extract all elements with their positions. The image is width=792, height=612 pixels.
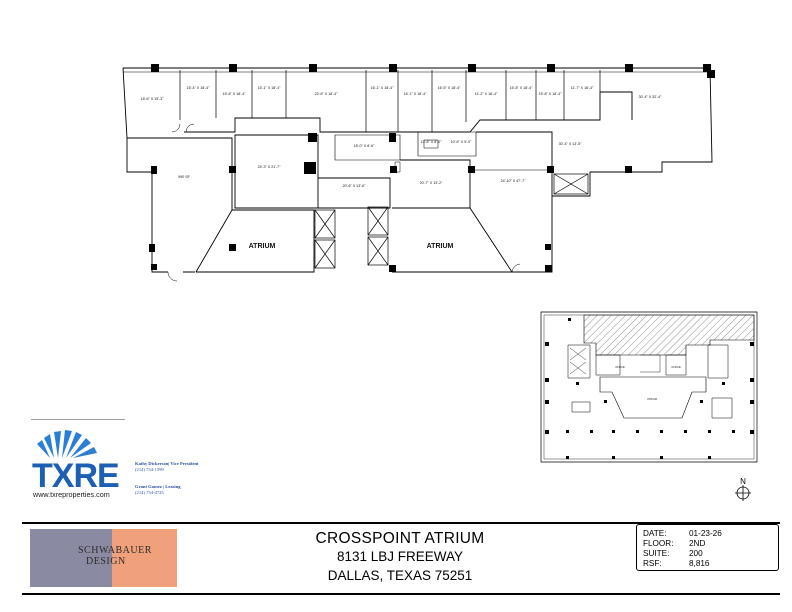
info-value: 2ND (689, 539, 706, 548)
room-label: 20'-6" X 13'-6" (343, 184, 366, 188)
building-address: 8131 LBJ FREEWAY (336, 549, 464, 564)
contact-phone: (214) 734-1599 (135, 467, 164, 473)
room-label: 10'-6" X 9'-0" (451, 140, 472, 144)
atrium-label-right: ATRIUM (427, 243, 454, 250)
north-arrow-icon (735, 485, 751, 501)
suite-outline (122, 67, 713, 273)
room-label: 15'-8" X 18'-4" (539, 92, 562, 96)
info-row-date: DATE: 01-23-26 (643, 529, 722, 538)
room-label: 11'-7" X 18'-4" (571, 86, 594, 90)
room-label: 15'-1" X 18'-4" (258, 86, 281, 90)
contact-name: Kathy Dickerson| Vice President (135, 461, 199, 466)
designer-logo-panel-gray (30, 529, 112, 587)
main-floor-plan (122, 67, 713, 282)
info-row-suite: SUITE: 200 (643, 549, 703, 558)
logo-divider (31, 419, 125, 420)
room-label: 15'-8" X 18'-4" (510, 86, 533, 90)
designer-line-2: DESIGN (86, 555, 126, 567)
room-label: 18'-6" X 15'-3" (141, 97, 164, 101)
door-swings (167, 123, 521, 282)
info-label: SUITE: (643, 549, 670, 558)
txre-logo-icon (37, 430, 97, 458)
key-plan-columns (545, 318, 754, 459)
room-label: 11'-2" X 18'-4" (475, 92, 498, 96)
title-block-bottom-rule (22, 593, 780, 595)
info-label: FLOOR: (643, 539, 674, 548)
columns (149, 64, 715, 272)
designer-line-1: SCHWABAUER (78, 545, 152, 556)
room-label: 15'-4" X 18'-4" (187, 86, 210, 90)
elevators (314, 173, 589, 269)
title-block-top-rule (22, 522, 780, 524)
key-plan (540, 311, 758, 463)
designer-logo-text: SCHWABAUER DESIGN (78, 545, 152, 567)
atrium-left-outline (196, 209, 315, 273)
room-label: 16'-1" X 18'-4" (404, 92, 427, 96)
info-row-floor: FLOOR: 2ND (643, 539, 706, 548)
info-value: 8,816 (689, 559, 710, 568)
contact-name: Grant Gomez | Leasing (135, 484, 181, 489)
key-plan-label-left: OFFICE (615, 365, 625, 369)
info-row-rsf: RSF: 8,816 (643, 559, 710, 568)
info-value: 200 (689, 549, 703, 558)
txre-website-link[interactable]: www.txreproperties.com (33, 490, 110, 499)
building-city: DALLAS, TEXAS 75251 (327, 568, 473, 583)
room-label: 18'-0" X 8'-6" (354, 144, 375, 148)
room-label: 16'-5" X 18'-4" (438, 86, 461, 90)
atrium-right-outline (392, 207, 513, 273)
key-plan-label-center: ATRIUM (647, 397, 657, 401)
info-label: RSF: (643, 559, 662, 568)
room-label: 30'-4" X 13'-5" (559, 142, 582, 146)
contact-primary: Kathy Dickerson| Vice President (214) 73… (135, 461, 199, 473)
room-labels: 18'-6" X 15'-3" 15'-4" X 18'-4" 15'-8" X… (141, 86, 662, 250)
room-label: 20'-7" X 13'-2" (420, 181, 443, 185)
room-label: 30'-4" X 32'-4" (639, 95, 662, 99)
room-label: 24'-3" X 21'-7" (258, 165, 281, 169)
room-label: 15'-8" X 18'-4" (223, 92, 246, 96)
suite-info-box: DATE: 01-23-26 FLOOR: 2ND SUITE: 200 RSF: 8,… (636, 524, 779, 571)
contact-phone: (214) 734-4725 (135, 490, 164, 496)
office-partitions (179, 70, 601, 132)
key-plan-highlighted-suite (583, 314, 755, 356)
room-label: 990 SF (178, 175, 190, 179)
contact-secondary: Grant Gomez | Leasing (214) 734-4725 (135, 484, 181, 496)
building-name: CROSSPOINT ATRIUM (315, 530, 485, 547)
designer-logo-panel-orange (112, 529, 177, 587)
room-label: 24'-10" X 47'-7" (501, 179, 526, 183)
room-label: 23'-6" X 18'-4" (315, 92, 338, 96)
room-label: 16'-1" X 18'-4" (371, 86, 394, 90)
key-plan-label-right: OFFICE (671, 365, 681, 369)
txre-logo-wordmark: TXRE (32, 457, 120, 495)
room-label: 13'-8" X 8'-0" (421, 140, 442, 144)
north-label: N (740, 477, 746, 486)
info-label: DATE: (643, 529, 667, 538)
info-value: 01-23-26 (689, 529, 722, 538)
atrium-label-left: ATRIUM (249, 243, 276, 250)
